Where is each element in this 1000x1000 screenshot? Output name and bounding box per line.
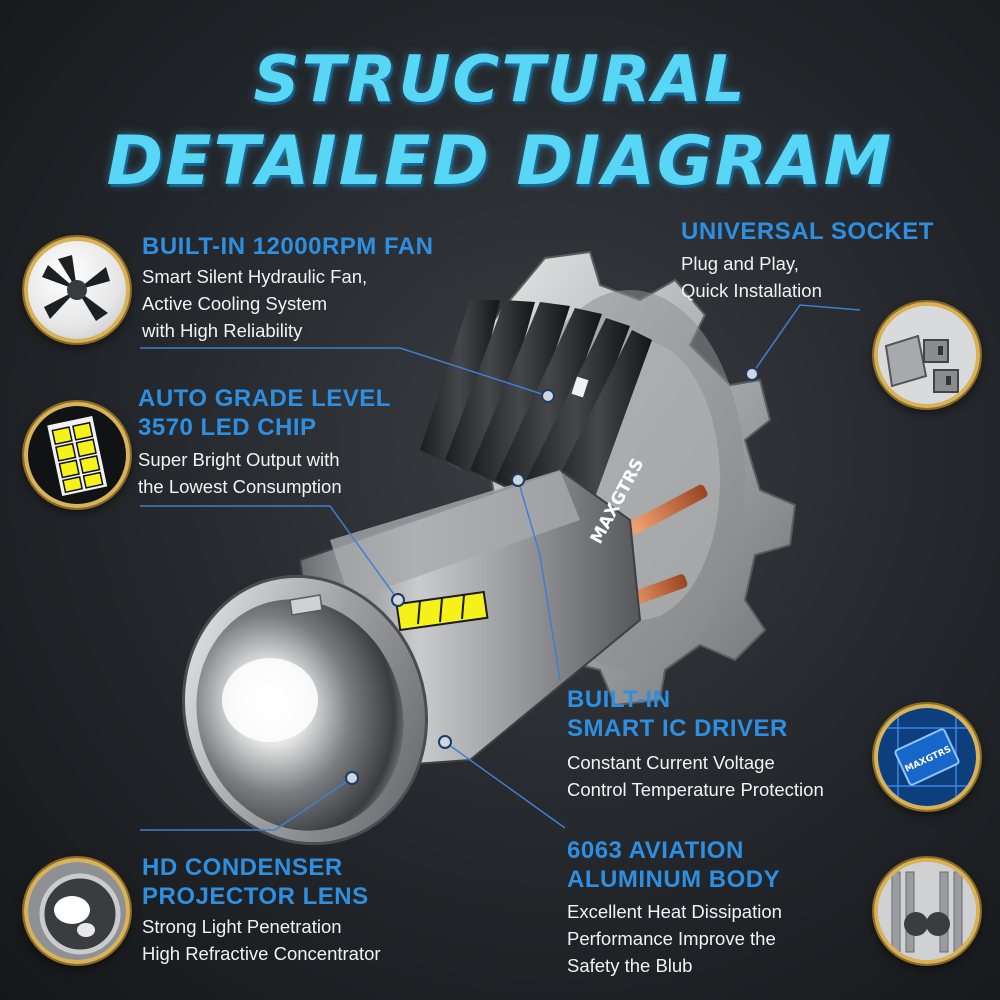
socket-icon: [874, 302, 980, 408]
leader-lines: [140, 304, 861, 831]
aluminum-body-icon: [874, 858, 980, 964]
socket-desc-line-1: Plug and Play,: [681, 253, 799, 274]
driver-heading-line-1: BUILT-IN: [567, 686, 671, 713]
lens-desc-line-2: High Refractive Concentrator: [142, 943, 381, 964]
body-desc-line-3: Safety the Blub: [567, 955, 693, 976]
callout-fan: BUILT-IN 12000RPM FAN Smart Silent Hydra…: [142, 232, 433, 344]
body-heading-line-2: ALUMINUM BODY: [567, 866, 781, 893]
callout-chip: AUTO GRADE LEVEL 3570 LED CHIP Super Bri…: [138, 384, 391, 500]
callout-driver: BUILT-IN SMART IC DRIVER Constant Curren…: [567, 685, 824, 803]
fan-desc-line-1: Smart Silent Hydraulic Fan,: [142, 266, 368, 287]
led-chip-icon: [24, 402, 130, 508]
title-line-2: DETAILED DIAGRAM: [106, 122, 894, 201]
body-desc-line-2: Performance Improve the: [567, 928, 776, 949]
fan-blade-icon: [24, 237, 130, 343]
lens-heading-line-2: PROJECTOR LENS: [142, 883, 369, 910]
body-desc-line-1: Excellent Heat Dissipation: [567, 901, 782, 922]
lens-desc-line-1: Strong Light Penetration: [142, 916, 342, 937]
chip-desc-line-2: the Lowest Consumption: [138, 476, 342, 497]
callout-socket: UNIVERSAL SOCKET Plug and Play, Quick In…: [681, 217, 934, 304]
chip-desc-line-1: Super Bright Output with: [138, 449, 340, 470]
socket-desc-line-2: Quick Installation: [681, 280, 822, 301]
title-line-1: STRUCTURAL: [253, 43, 747, 117]
driver-desc-line-1: Constant Current Voltage: [567, 752, 775, 773]
leader-dots: [345, 367, 759, 785]
heat-sink-fins: [420, 300, 652, 525]
chip-heading-line-1: AUTO GRADE LEVEL: [138, 385, 391, 412]
fan-desc-line-3: with High Reliability: [142, 320, 303, 341]
fan-desc-line-2: Active Cooling System: [142, 293, 328, 314]
lens-icon: [24, 858, 130, 964]
lens-heading-line-1: HD CONDENSER: [142, 854, 343, 881]
socket-heading: UNIVERSAL SOCKET: [681, 218, 934, 245]
callout-lens: HD CONDENSER PROJECTOR LENS Strong Light…: [142, 853, 381, 967]
chip-heading-line-2: 3570 LED CHIP: [138, 414, 317, 441]
driver-heading-line-2: SMART IC DRIVER: [567, 715, 788, 742]
driver-desc-line-2: Control Temperature Protection: [567, 779, 824, 800]
body-heading-line-1: 6063 AVIATION: [567, 837, 744, 864]
fan-heading: BUILT-IN 12000RPM FAN: [142, 233, 434, 260]
callout-body: 6063 AVIATION ALUMINUM BODY Excellent He…: [567, 836, 782, 979]
ic-chip-icon: MAXGTRS: [874, 704, 980, 810]
